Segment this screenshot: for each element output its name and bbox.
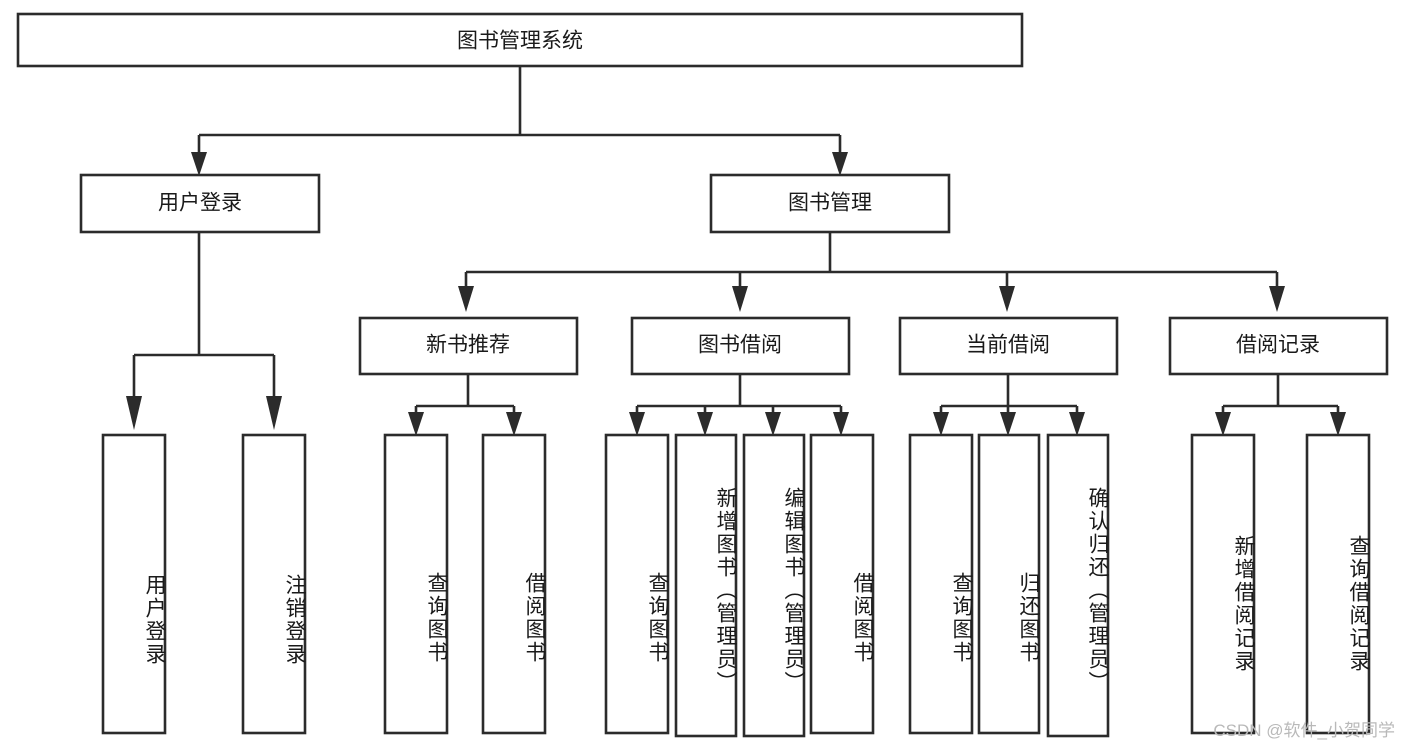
node-new-book-rec[interactable]: 新书推荐 <box>358 316 579 376</box>
arrow-userlogin-to-leaf-user-login <box>126 396 142 430</box>
node-root-box[interactable] <box>16 12 1024 68</box>
edge-userlogin-bus <box>132 232 276 400</box>
leaf-box-add-book[interactable] <box>674 433 738 738</box>
node-book-manage-label: 图书管理 <box>788 192 872 215</box>
arrow-userlogin-to-leaf-logout <box>266 396 282 430</box>
arrow-currentborrow-to-leaf-return-book <box>1000 412 1016 436</box>
node-book-borrow-label: 图书借阅 <box>698 334 782 357</box>
arrow-root-to-book-manage <box>832 152 848 176</box>
arrow-newbookrec-to-leaf-query-book <box>408 412 424 436</box>
node-current-borrow-box[interactable] <box>898 316 1119 376</box>
edge-root-bus <box>197 66 842 158</box>
arrow-bookmanage-to-book-borrow <box>732 286 748 312</box>
arrow-bookborrow-to-leaf-query-book <box>629 412 645 436</box>
node-user-login[interactable]: 用户登录 <box>79 173 321 234</box>
arrow-bookborrow-to-leaf-edit-book <box>765 412 781 436</box>
leaf-box-query-record[interactable] <box>1305 433 1371 735</box>
leaf-box-add-record[interactable] <box>1190 433 1256 735</box>
node-borrow-record-label: 借阅记录 <box>1236 334 1320 357</box>
arrow-root-to-user-login <box>191 152 207 176</box>
node-borrow-record[interactable]: 借阅记录 <box>1168 316 1389 376</box>
node-user-login-box[interactable] <box>79 173 321 234</box>
leaf-box-edit-book[interactable] <box>742 433 806 738</box>
connector-layer <box>126 66 1346 436</box>
leaf-box-return-book[interactable] <box>977 433 1041 735</box>
edge-borrowrecord-bus <box>1221 374 1340 418</box>
leaf-box-query-book-1[interactable] <box>383 433 449 735</box>
leaf-box-query-book-3[interactable] <box>908 433 974 735</box>
node-new-book-rec-box[interactable] <box>358 316 579 376</box>
edge-currentborrow-bus <box>939 374 1079 418</box>
leaf-box-borrow-book-2[interactable] <box>809 433 875 735</box>
node-root[interactable]: 图书管理系统 <box>16 12 1024 68</box>
arrow-bookborrow-to-leaf-add-book <box>697 412 713 436</box>
node-new-book-rec-label: 新书推荐 <box>426 334 510 357</box>
arrow-borrowrecord-to-leaf-add-record <box>1215 412 1231 436</box>
node-book-manage[interactable]: 图书管理 <box>709 173 951 234</box>
leaf-box-user-login[interactable] <box>101 433 167 735</box>
arrow-bookmanage-to-borrow-record <box>1269 286 1285 312</box>
node-book-borrow-box[interactable] <box>630 316 851 376</box>
arrow-currentborrow-to-leaf-confirm-return <box>1069 412 1085 436</box>
edge-newbookrec-bus <box>414 374 516 418</box>
node-book-manage-box[interactable] <box>709 173 951 234</box>
leaf-box-logout[interactable] <box>241 433 307 735</box>
node-current-borrow[interactable]: 当前借阅 <box>898 316 1119 376</box>
node-current-borrow-label: 当前借阅 <box>966 334 1050 357</box>
arrow-bookmanage-to-current-borrow <box>999 286 1015 312</box>
arrow-bookborrow-to-leaf-borrow-book <box>833 412 849 436</box>
arrow-bookmanage-to-new-book-rec <box>458 286 474 312</box>
arrow-newbookrec-to-leaf-borrow-book <box>506 412 522 436</box>
watermark-text: CSDN @软件_小贺同学 <box>1213 721 1395 740</box>
leaf-box-query-book-2[interactable] <box>604 433 670 735</box>
node-book-borrow[interactable]: 图书借阅 <box>630 316 851 376</box>
leaf-box-confirm-return[interactable] <box>1046 433 1110 738</box>
edge-bookmanage-bus <box>464 232 1279 290</box>
arrow-currentborrow-to-leaf-query-book <box>933 412 949 436</box>
edge-bookborrow-bus <box>635 374 843 418</box>
node-root-label: 图书管理系统 <box>457 30 583 53</box>
node-borrow-record-box[interactable] <box>1168 316 1389 376</box>
arrow-borrowrecord-to-leaf-query-record <box>1330 412 1346 436</box>
leaf-box-borrow-book-1[interactable] <box>481 433 547 735</box>
node-user-login-label: 用户登录 <box>158 192 242 215</box>
